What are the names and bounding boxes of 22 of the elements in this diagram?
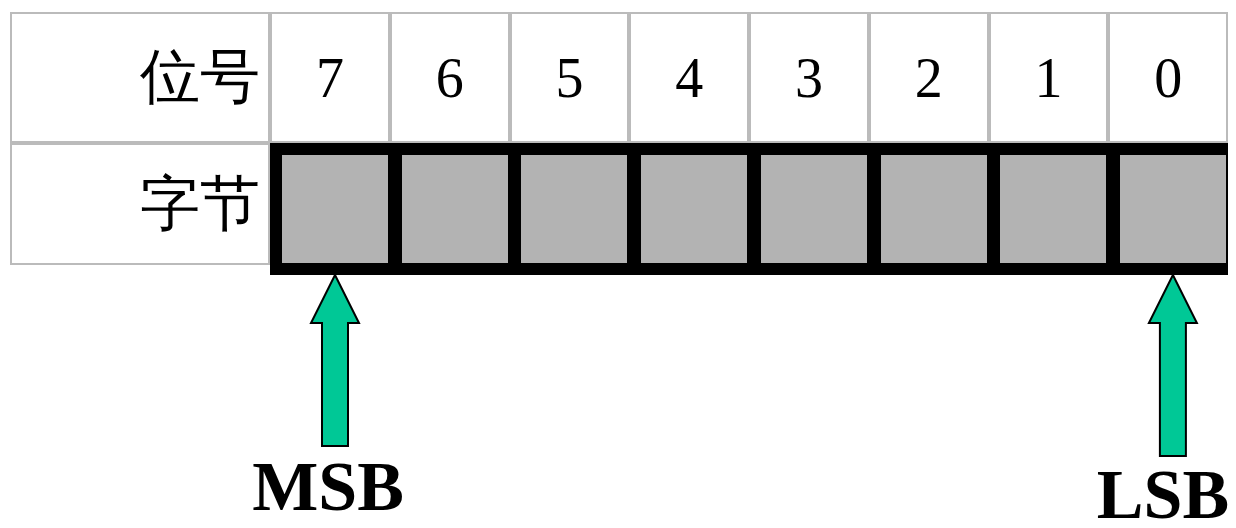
bit-cell <box>760 155 867 263</box>
bit-number: 7 <box>315 45 344 110</box>
bit-cell <box>1119 155 1226 263</box>
bit-number: 3 <box>794 45 823 110</box>
bit-number: 1 <box>1034 45 1063 110</box>
bit-cell <box>880 155 987 263</box>
block-arrow <box>1147 272 1199 457</box>
bit-cell <box>401 155 508 263</box>
bit-cell <box>1000 155 1107 263</box>
bit-cell <box>641 155 748 263</box>
bit-cell <box>521 155 628 263</box>
bit-cell <box>282 155 388 263</box>
bit-label: MSB <box>246 452 410 522</box>
bit-number: 0 <box>1154 45 1183 110</box>
bit-number: 2 <box>914 45 943 110</box>
bit-number: 6 <box>435 45 464 110</box>
table-header: 位号 <box>140 40 260 113</box>
bit-number: 5 <box>555 45 584 110</box>
bit-label: LSB <box>1092 462 1234 528</box>
table-header: 字节 <box>140 166 260 240</box>
bit-number: 4 <box>675 45 704 110</box>
block-arrow <box>309 272 361 447</box>
